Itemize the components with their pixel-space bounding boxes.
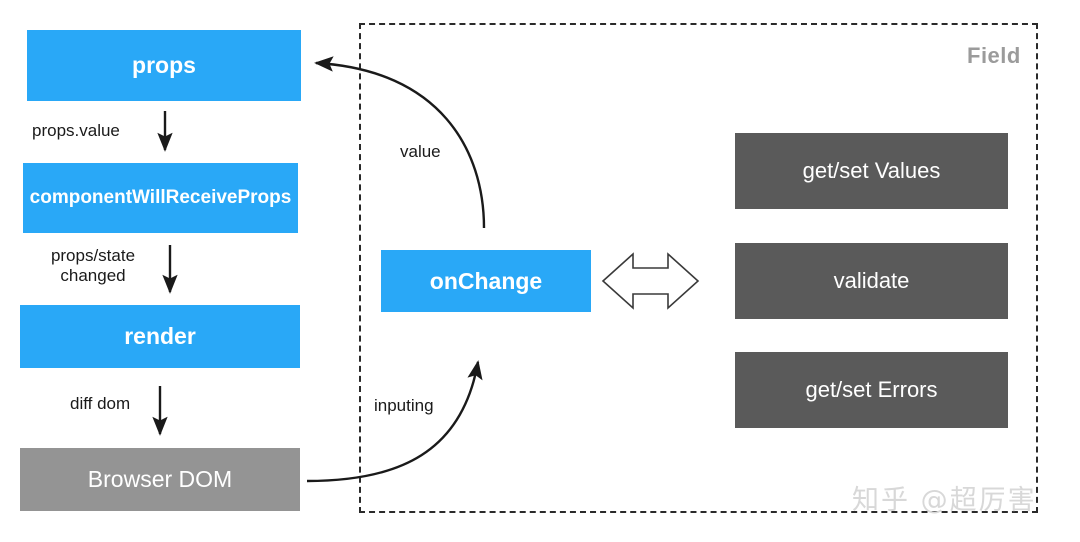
edge-label-value: value xyxy=(400,142,441,161)
node-browser-dom-label: Browser DOM xyxy=(87,466,233,492)
node-onchange[interactable]: onChange xyxy=(381,250,591,312)
node-get-set-errors-label: get/set Errors xyxy=(805,377,938,402)
node-get-set-values[interactable]: get/set Values xyxy=(735,133,1008,209)
node-component-will-receive-props-label: componentWillReceiveProps xyxy=(29,187,292,208)
field-region-label: Field xyxy=(967,43,1021,68)
node-validate[interactable]: validate xyxy=(735,243,1008,319)
node-get-set-errors[interactable]: get/set Errors xyxy=(735,352,1008,428)
edge-label-props-value: props.value xyxy=(32,121,120,140)
watermark: 知乎 @超厉害 xyxy=(852,485,1037,516)
node-validate-label: validate xyxy=(833,268,910,293)
edge-label-diff-dom: diff dom xyxy=(70,394,131,413)
field-region-border xyxy=(359,23,1038,513)
edge-label-inputing: inputing xyxy=(374,396,434,415)
node-onchange-label: onChange xyxy=(429,267,543,294)
edge-label-props-state-changed: props/state changed xyxy=(50,246,136,285)
node-component-will-receive-props[interactable]: componentWillReceiveProps xyxy=(23,163,298,233)
node-render-label: render xyxy=(124,323,196,349)
node-props-label: props xyxy=(132,52,196,78)
node-browser-dom[interactable]: Browser DOM xyxy=(20,448,300,511)
node-render[interactable]: render xyxy=(20,305,300,368)
node-props[interactable]: props xyxy=(27,30,301,101)
node-get-set-values-label: get/set Values xyxy=(802,158,941,183)
